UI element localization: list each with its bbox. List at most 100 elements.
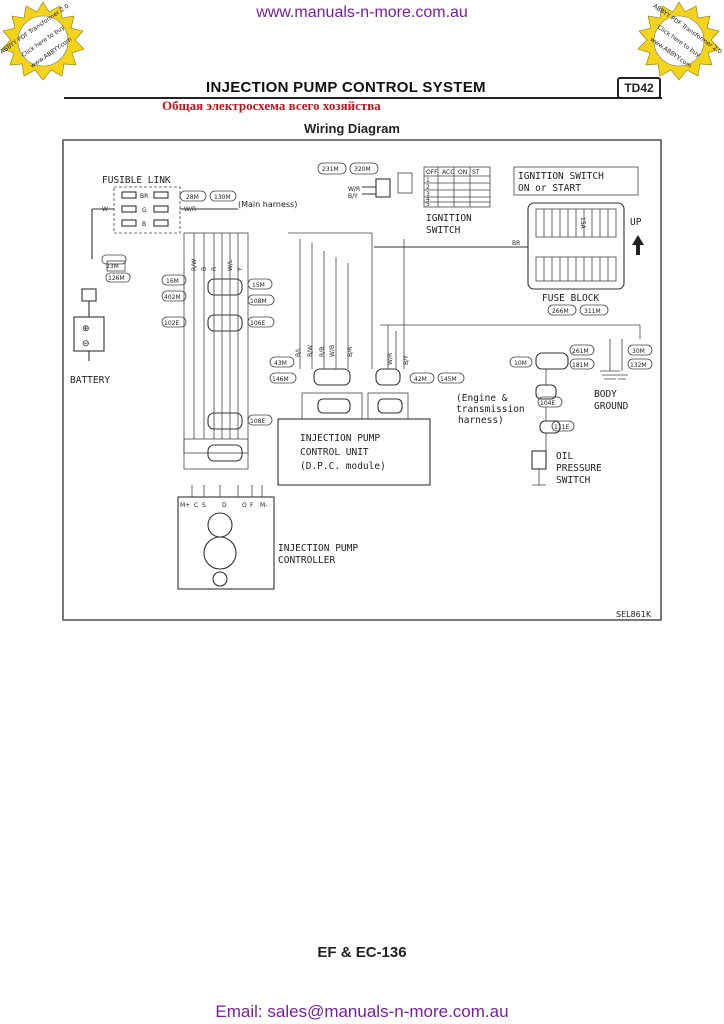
connector-104e-label: 104E <box>540 400 555 407</box>
oil-label-3: SWITCH <box>556 475 591 486</box>
page-number: EF & EC-136 <box>317 944 407 961</box>
email-link[interactable]: Email: sales@manuals-n-more.com.au <box>215 1002 509 1021</box>
wire-br-mid: B/R <box>347 347 354 357</box>
connector-320m <box>349 162 379 175</box>
diagram-frame <box>62 139 662 621</box>
connector-10m-label: 10M <box>514 360 527 367</box>
connector-108e-label: 108E <box>250 418 265 425</box>
wire-bl-mid: B/L <box>295 347 302 357</box>
connector-146m <box>269 372 297 384</box>
switch-header-st: ST <box>472 169 480 176</box>
ignition-switch-label-1: IGNITION <box>426 213 472 224</box>
switch-row-2: 2 <box>426 184 430 191</box>
connector-16m-label: 16M <box>166 278 179 285</box>
ignition-switch-table: OFF ACC ON ST 1 2 3 4 5 <box>423 166 491 208</box>
main-harness-label: (Main harness) <box>238 200 297 209</box>
connector-10m <box>509 356 533 368</box>
connector-261m-label: 261M <box>572 348 589 355</box>
connector-106e-label: 106E <box>250 320 265 327</box>
wiring-diagram: FUSIBLE LINK BR G B 28M 130M W W/R (Main… <box>62 139 662 621</box>
wire-wr-mid: W/R <box>387 353 394 365</box>
connector-266m-label: 266M <box>552 308 569 315</box>
connector-126m <box>105 272 131 283</box>
connector-130m-label: 130M <box>214 194 231 201</box>
abbyy-badge-right[interactable]: ABBYY PDF Transformer 2.0 Click here to … <box>636 0 722 86</box>
wire-g-label: G <box>142 207 147 214</box>
wire-by-top: B/Y <box>348 193 358 200</box>
terminal-m-minus: M- <box>260 502 267 509</box>
site-url-link[interactable]: www.manuals-n-more.com.au <box>256 4 468 21</box>
pump-controller <box>177 496 275 590</box>
connector-130m <box>209 190 237 202</box>
oil-label-1: OIL <box>556 451 573 462</box>
fusible-link-label: FUSIBLE LINK <box>102 175 171 186</box>
wire-rb-mid: R/B <box>319 347 326 357</box>
engine-harness-label-2: transmission <box>456 404 525 415</box>
terminal-o: O <box>242 502 247 509</box>
ground-icon <box>600 339 628 380</box>
switch-header-on: ON <box>458 169 467 176</box>
switch-header-off: OFF <box>426 169 438 176</box>
control-unit-label-1: INJECTION PUMP <box>300 433 380 444</box>
up-label: UP <box>630 217 642 228</box>
wire-wb-mid: W/B <box>329 345 336 357</box>
fuse-block <box>527 202 625 290</box>
connector-30m-label: 30M <box>632 348 645 355</box>
terminal-d: D <box>222 502 227 509</box>
diagram-subtitle: Wiring Diagram <box>304 121 400 136</box>
connector-23m-label: 23M <box>106 263 119 270</box>
wire-br-label: BR <box>140 193 148 200</box>
svg-text:⊖: ⊖ <box>82 339 90 349</box>
connector-23m-body <box>106 260 126 272</box>
terminal-m-plus: M+ <box>180 502 190 509</box>
control-unit <box>277 418 431 486</box>
connector-102e-label: 102E <box>164 320 179 327</box>
connector-402m-label: 402M <box>164 294 181 301</box>
ignition-on-start-2: ON or START <box>518 183 581 194</box>
header-rule <box>64 97 662 99</box>
wire-wr-top: W/R <box>348 186 360 193</box>
wire-wl-label: W/L <box>227 259 234 271</box>
control-unit-label-3: (D.P.C. module) <box>300 461 386 472</box>
connector-42m-label: 42M <box>414 376 427 383</box>
russian-caption: Общая электросхема всего хозяйства <box>162 98 381 113</box>
terminal-s: S <box>202 502 206 509</box>
switch-row-3: 3 <box>426 191 430 198</box>
connector-28m-label: 28M <box>186 194 199 201</box>
ignition-on-start-1: IGNITION SWITCH <box>518 171 604 182</box>
connector-231m-label: 231M <box>322 166 339 173</box>
connector-108m-label: 108M <box>250 298 267 305</box>
oil-label-2: PRESSURE <box>556 463 602 474</box>
fuse-15a-label: 15A <box>579 217 586 230</box>
wire-b-label: B <box>142 221 146 228</box>
connector-30m <box>627 344 653 356</box>
engine-harness-label-3: harness) <box>458 415 504 426</box>
pump-controller-label-2: CONTROLLER <box>278 555 335 566</box>
fusible-link: FUSIBLE LINK BR G B <box>102 175 181 234</box>
section-tag: TD42 <box>617 77 661 99</box>
connector-145m <box>437 372 465 384</box>
svg-text:⊕: ⊕ <box>82 324 90 334</box>
connector-320m-label: 320M <box>354 166 371 173</box>
ignition-on-start-box <box>513 166 639 196</box>
terminal-c: C <box>194 502 198 509</box>
connector-126m-label: 126M <box>108 275 125 282</box>
abbyy-badge-left[interactable]: ABBYY PDF Transformer 2.0 Click here to … <box>0 0 86 86</box>
switch-row-4: 4 <box>426 196 430 203</box>
connector-261m <box>569 344 595 356</box>
connector-111e <box>551 420 575 432</box>
connector-102e <box>161 316 187 328</box>
wire-r-label: R <box>211 267 218 271</box>
pump-controller-label-1: INJECTION PUMP <box>278 543 358 554</box>
body-ground-label-1: BODY <box>594 389 617 400</box>
connector-266m <box>547 304 577 316</box>
control-unit-label-2: CONTROL UNIT <box>300 447 369 458</box>
connector-311m <box>579 304 609 316</box>
motor-icon <box>212 571 228 587</box>
figure-code: SEL861K <box>616 610 652 619</box>
connector-311m-label: 311M <box>584 308 601 315</box>
wire-rw-label: R/W <box>191 259 198 271</box>
connector-42m <box>409 372 435 384</box>
terminal-f: F <box>250 502 254 509</box>
body-ground-label-2: GROUND <box>594 401 629 412</box>
